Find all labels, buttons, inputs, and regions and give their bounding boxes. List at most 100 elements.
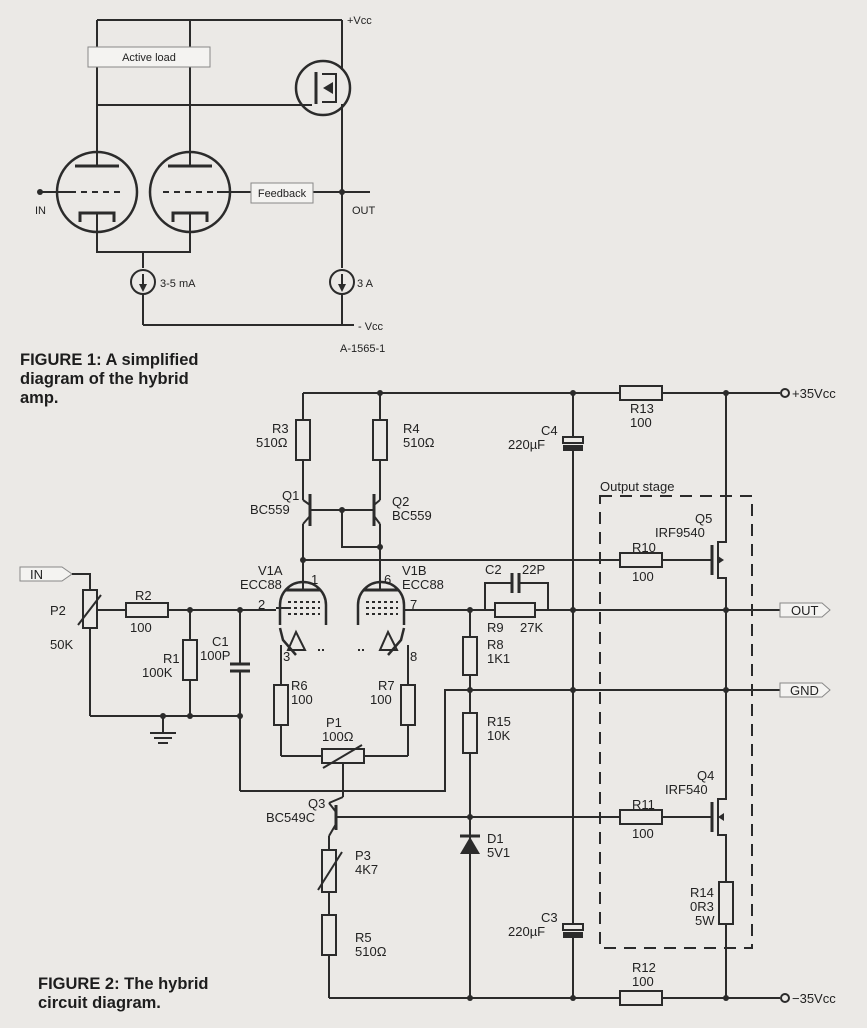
- q1-value: BC559: [250, 502, 290, 517]
- v1b-ref: V1B: [402, 563, 427, 578]
- r2-body: [125, 602, 169, 618]
- p1-wiper: [322, 744, 363, 769]
- r8-value: 1K1: [487, 651, 510, 666]
- r14-value: 0R3: [690, 899, 714, 914]
- r5-ref: R5: [355, 930, 372, 945]
- fig1-feedback-box: [250, 182, 314, 204]
- r10-value: 100: [632, 569, 654, 584]
- r7-value: 100: [370, 692, 392, 707]
- r7-ref: R7: [378, 678, 395, 693]
- fig1-mosfet-symbol: [294, 59, 352, 117]
- r3-value: 510Ω: [256, 435, 288, 450]
- pin-1: 1: [311, 572, 318, 587]
- junction-q2-collector: [377, 544, 383, 550]
- fig1-in-label: IN: [35, 205, 46, 217]
- r6-body: [273, 684, 289, 726]
- c2-right-wire: [519, 582, 549, 610]
- r14-ref: R14: [690, 885, 714, 900]
- c3-ref: C3: [541, 910, 558, 925]
- r8-body: [462, 636, 478, 676]
- fig1-out-label: OUT: [352, 205, 376, 217]
- r10-body: [619, 552, 663, 568]
- figure1-caption: FIGURE 1: A simplified diagram of the hy…: [20, 351, 198, 408]
- r15-value: 10K: [487, 728, 510, 743]
- r1-body: [182, 639, 198, 681]
- q4-arrow: [718, 813, 724, 821]
- r9-ref: R9: [487, 620, 504, 635]
- fig1-vcc-neg-label: - Vcc: [358, 321, 384, 333]
- figure2-caption-line: FIGURE 2: The hybrid: [38, 975, 209, 993]
- r2-value: 100: [130, 620, 152, 635]
- q2-emitter: [373, 499, 381, 506]
- c3-value: 220µF: [508, 924, 545, 939]
- in-wire: [72, 573, 91, 590]
- v1b-value: ECC88: [402, 577, 444, 592]
- p2-wiper: [77, 594, 102, 626]
- r13-ref: R13: [630, 401, 654, 416]
- pin-6: 6: [384, 572, 391, 587]
- r12-body: [619, 990, 663, 1006]
- p3-ref: P3: [355, 848, 371, 863]
- output-stage-label: Output stage: [600, 479, 674, 494]
- fig1-output-junction: [339, 189, 345, 195]
- q2-value: BC559: [392, 508, 432, 523]
- c3-plate-top: [562, 923, 584, 931]
- d1-value: 5V1: [487, 845, 510, 860]
- q2-diode-link: [341, 510, 380, 548]
- fig2-neg-terminal: [780, 993, 790, 1003]
- fig1-ref-label: A-1565-1: [340, 343, 385, 355]
- out-port: [779, 602, 831, 618]
- r15-ref: R15: [487, 714, 511, 729]
- v1a-ref: V1A: [258, 563, 283, 578]
- r4-ref: R4: [403, 421, 420, 436]
- fig1-active-load-box: [87, 46, 211, 68]
- q5-channel: [717, 393, 727, 612]
- in-port: [19, 566, 73, 582]
- v1b-cathode-shape: [378, 629, 399, 651]
- junction-c-gnd: [570, 687, 576, 693]
- c4-value: 220µF: [508, 437, 545, 452]
- fig2-pos-terminal: [780, 388, 790, 398]
- fig1-mosfet-channel: [322, 73, 337, 103]
- q4-ref: Q4: [697, 768, 714, 783]
- figure1-caption-line: amp.: [20, 389, 59, 407]
- v1a-value: ECC88: [240, 577, 282, 592]
- fig1-active-load-label: Active load: [122, 52, 176, 64]
- r6-value: 100: [291, 692, 313, 707]
- c2-ref: C2: [485, 562, 502, 577]
- r9-body: [494, 602, 536, 618]
- r13-value: 100: [630, 415, 652, 430]
- in-port-label: IN: [30, 567, 43, 582]
- r11-value: 100: [632, 826, 654, 841]
- p1-ref: P1: [326, 715, 342, 730]
- c4-ref: C4: [541, 423, 558, 438]
- pin-7: 7: [410, 597, 417, 612]
- q3-value: BC549C: [266, 810, 315, 825]
- neg-rail-label: −35Vcc: [792, 991, 836, 1006]
- r3-body: [295, 419, 311, 461]
- r6-ref: R6: [291, 678, 308, 693]
- q5-ref: Q5: [695, 511, 712, 526]
- q4-value: IRF540: [665, 782, 708, 797]
- junction-q-gnd: [723, 687, 729, 693]
- r11-ref: R11: [632, 797, 655, 812]
- r2-ref: R2: [135, 588, 152, 603]
- q1-collector: [302, 515, 311, 525]
- d1-body: [460, 837, 480, 854]
- figure2-caption: FIGURE 2: The hybrid circuit diagram.: [38, 975, 209, 1013]
- junction-gnd-r8: [467, 687, 473, 693]
- pin-2: 2: [258, 597, 265, 612]
- junction-c1-bottom: [237, 713, 243, 719]
- q3-collector: [328, 802, 337, 813]
- d1-ref: D1: [487, 831, 504, 846]
- q4-channel: [717, 610, 727, 882]
- q3-collector-wire: [328, 796, 344, 804]
- r3-ref: R3: [272, 421, 289, 436]
- fig1-cathode-tie: [96, 213, 191, 253]
- fig1-current-right-label: 3 A: [357, 278, 374, 290]
- c3-plate-bottom: [563, 932, 583, 938]
- gnd-return-wire: [240, 689, 780, 792]
- r5-body: [321, 914, 337, 956]
